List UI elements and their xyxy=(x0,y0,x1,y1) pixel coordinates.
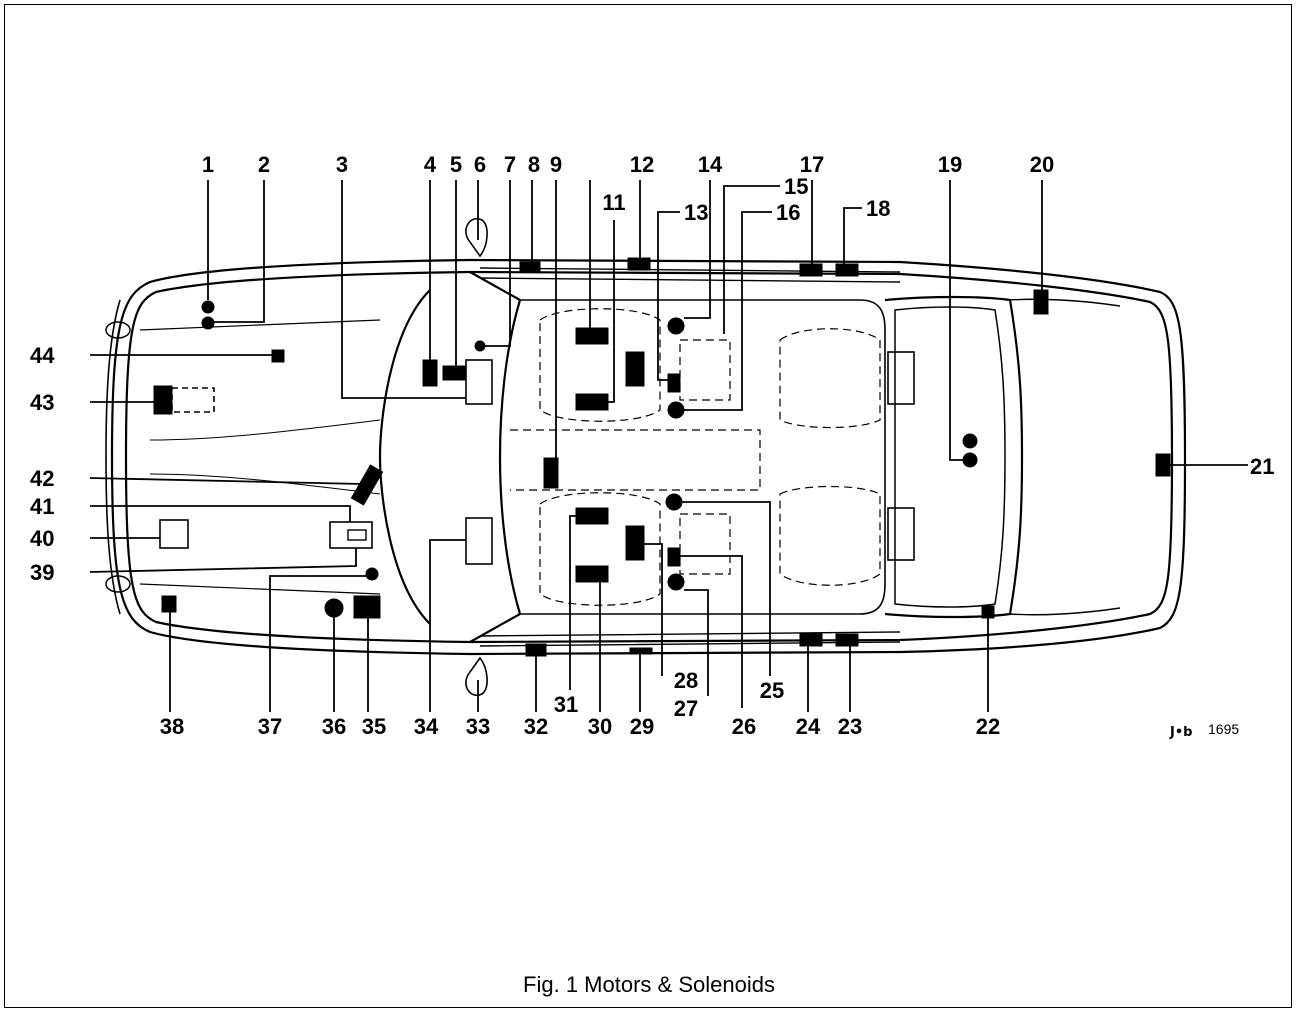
callout-3: 3 xyxy=(336,152,348,177)
callout-14: 14 xyxy=(698,152,723,177)
callout-8: 8 xyxy=(528,152,540,177)
callout-38: 38 xyxy=(160,714,184,739)
components xyxy=(153,257,1171,657)
callout-1: 1 xyxy=(202,152,214,177)
callout-42: 42 xyxy=(30,466,54,491)
callout-20: 20 xyxy=(1030,152,1054,177)
callout-4: 4 xyxy=(424,152,437,177)
callout-19: 19 xyxy=(938,152,962,177)
callout-25: 25 xyxy=(760,678,784,703)
callout-43: 43 xyxy=(30,390,54,415)
callout-24: 24 xyxy=(796,714,821,739)
callout-44: 44 xyxy=(30,343,55,368)
callout-11: 11 xyxy=(602,190,625,215)
callout-labels: 1 2 3 4 5 6 7 8 9 11 12 13 14 15 16 17 1… xyxy=(30,152,1274,739)
callout-13: 13 xyxy=(684,200,708,225)
callout-27: 27 xyxy=(674,696,698,721)
callout-29: 29 xyxy=(630,714,654,739)
callout-18: 18 xyxy=(866,196,890,221)
callout-6: 6 xyxy=(474,152,486,177)
callout-26: 26 xyxy=(732,714,756,739)
callout-23: 23 xyxy=(838,714,862,739)
rear-seat-backs xyxy=(887,351,915,561)
callout-12: 12 xyxy=(630,152,654,177)
reference-prefix: J•b xyxy=(1169,725,1192,740)
callout-41: 41 xyxy=(30,494,54,519)
callout-34: 34 xyxy=(414,714,439,739)
callout-22: 22 xyxy=(976,714,1000,739)
callout-32: 32 xyxy=(524,714,548,739)
callout-35: 35 xyxy=(362,714,386,739)
interior-outline xyxy=(510,308,881,606)
leader-lines xyxy=(89,180,1248,712)
callout-21: 21 xyxy=(1250,454,1274,479)
callout-17: 17 xyxy=(800,152,824,177)
callout-9: 9 xyxy=(550,152,562,177)
callout-15: 15 xyxy=(784,174,808,199)
callout-5: 5 xyxy=(450,152,462,177)
callout-39: 39 xyxy=(30,560,54,585)
callout-36: 36 xyxy=(322,714,346,739)
callout-30: 30 xyxy=(588,714,612,739)
callout-2: 2 xyxy=(258,152,270,177)
reference-number: 1695 xyxy=(1208,721,1239,737)
callout-16: 16 xyxy=(776,200,800,225)
callout-31: 31 xyxy=(554,692,578,717)
callout-28: 28 xyxy=(674,668,698,693)
figure-caption: Fig. 1 Motors & Solenoids xyxy=(523,972,775,997)
callout-37: 37 xyxy=(258,714,282,739)
callout-40: 40 xyxy=(30,526,54,551)
callout-33: 33 xyxy=(466,714,490,739)
callout-7: 7 xyxy=(504,152,516,177)
car-body-outline xyxy=(105,217,1187,697)
